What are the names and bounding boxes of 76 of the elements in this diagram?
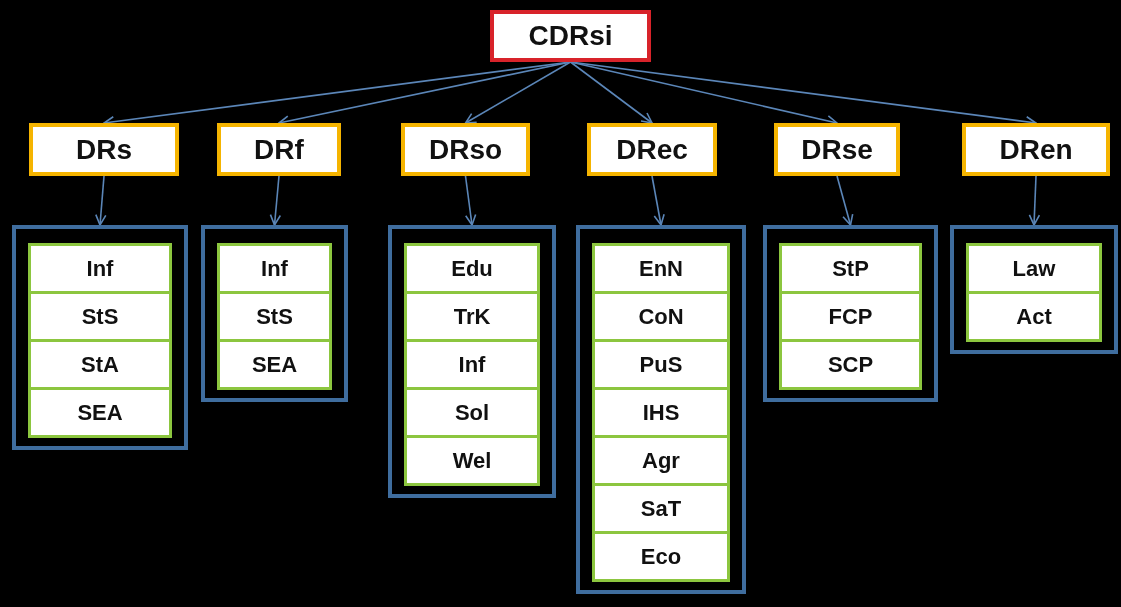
arrow xyxy=(569,61,653,124)
list-cell xyxy=(966,291,1102,342)
arrow xyxy=(95,175,107,226)
box-label: Eco xyxy=(640,543,682,570)
box-label: StS xyxy=(81,303,119,330)
group-frame xyxy=(12,225,188,450)
list-cell xyxy=(404,339,540,390)
box-label: Law xyxy=(1012,255,1056,282)
list-cell xyxy=(779,243,922,294)
box-label: FCP xyxy=(828,303,873,330)
list-cell xyxy=(592,531,730,582)
list-cell xyxy=(592,339,730,390)
list-cell xyxy=(28,339,172,390)
list-cell xyxy=(404,291,540,342)
box-label: Inf xyxy=(261,255,288,282)
group-frame xyxy=(763,225,938,402)
arrow xyxy=(464,175,477,226)
box-label: SCP xyxy=(827,351,874,378)
category-box xyxy=(774,123,900,176)
list-cell xyxy=(217,243,332,294)
box-label: SEA xyxy=(77,399,123,426)
category-box xyxy=(587,123,717,176)
list-cell xyxy=(779,291,922,342)
box-label: StA xyxy=(81,351,119,378)
box-label: TrK xyxy=(453,303,491,330)
box-label: Act xyxy=(1016,303,1052,330)
box-label: PuS xyxy=(639,351,683,378)
box-label: Inf xyxy=(86,255,114,282)
box-label: StP xyxy=(832,255,869,282)
box-label: Edu xyxy=(451,255,493,282)
box-label: DRen xyxy=(999,133,1073,166)
list-cell xyxy=(592,387,730,438)
box-label: SEA xyxy=(251,351,298,378)
category-box xyxy=(962,123,1110,176)
box-label: StS xyxy=(256,303,293,330)
box-label: Inf xyxy=(458,351,486,378)
box-label: CoN xyxy=(638,303,684,330)
arrow xyxy=(836,175,854,226)
list-cell xyxy=(966,243,1102,294)
box-label: CDRsi xyxy=(528,20,613,52)
category-box xyxy=(217,123,341,176)
list-cell xyxy=(404,435,540,486)
box-label: DRec xyxy=(616,133,688,166)
arrow xyxy=(269,175,282,226)
box-label: DRso xyxy=(428,133,503,166)
list-cell xyxy=(28,291,172,342)
list-cell xyxy=(28,243,172,294)
root-box xyxy=(490,10,651,62)
group-frame xyxy=(388,225,556,498)
box-label: DRs xyxy=(76,133,132,166)
box-label: Agr xyxy=(642,447,680,474)
group-frame xyxy=(201,225,348,402)
list-cell xyxy=(217,291,332,342)
box-label: Sol xyxy=(454,399,490,426)
arrow xyxy=(1028,175,1041,226)
box-label: EnN xyxy=(639,255,683,282)
box-label: DRse xyxy=(801,133,873,166)
list-cell xyxy=(217,339,332,390)
group-frame xyxy=(950,225,1118,354)
category-box xyxy=(401,123,530,176)
box-label: Wel xyxy=(452,447,492,474)
list-cell xyxy=(592,483,730,534)
category-box xyxy=(29,123,179,176)
box-label: IHS xyxy=(642,399,680,426)
box-label: DRf xyxy=(254,133,304,166)
list-cell xyxy=(404,243,540,294)
list-cell xyxy=(592,291,730,342)
list-cell xyxy=(779,339,922,390)
list-cell xyxy=(592,435,730,486)
list-cell xyxy=(28,387,172,438)
list-cell xyxy=(592,243,730,294)
arrow xyxy=(464,61,572,124)
box-label: SaT xyxy=(640,495,682,522)
arrow xyxy=(651,175,665,226)
list-cell xyxy=(404,387,540,438)
group-frame xyxy=(576,225,746,594)
